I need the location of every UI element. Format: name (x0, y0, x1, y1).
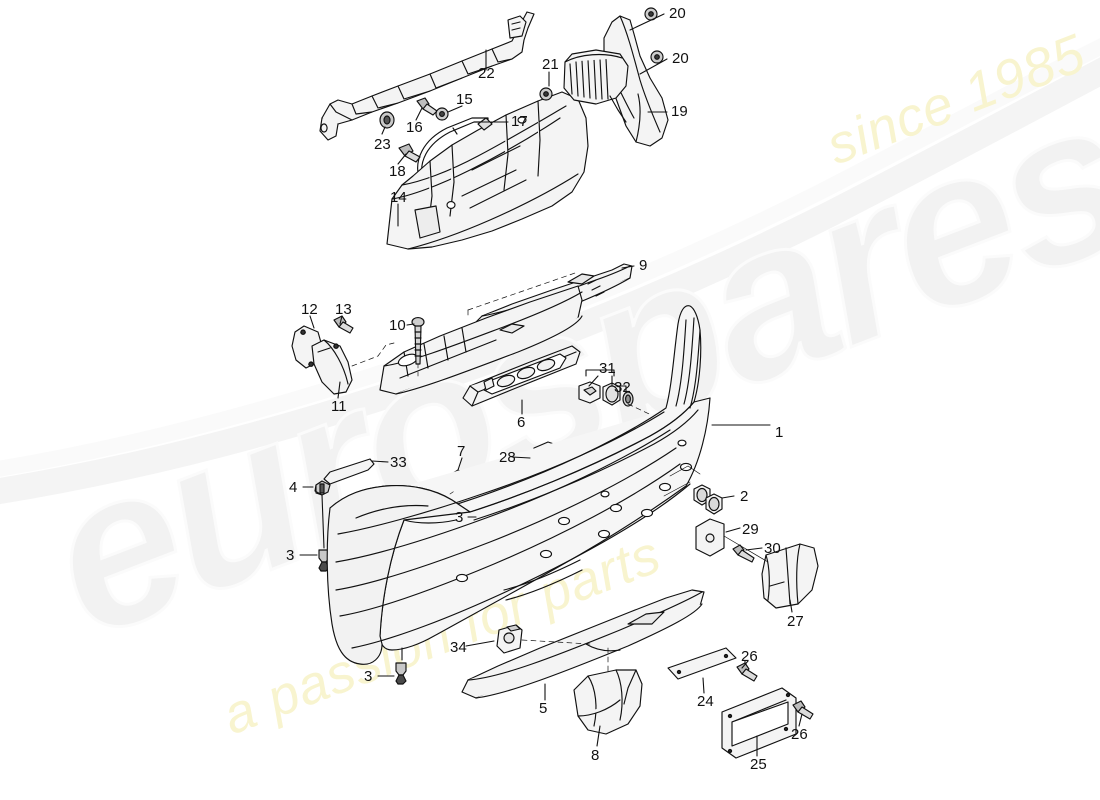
callout-18[interactable]: 18 (389, 163, 406, 180)
callout-26a[interactable]: 26 (741, 648, 758, 665)
part-5-lower-valance (461, 589, 705, 699)
callout-34[interactable]: 34 (450, 639, 467, 656)
callout-13[interactable]: 13 (335, 301, 352, 318)
callout-3b[interactable]: 3 (364, 668, 373, 685)
callout-9[interactable]: 9 (639, 257, 648, 274)
part-22-impact-bar (319, 11, 535, 141)
callout-16[interactable]: 16 (406, 119, 423, 136)
callout-22[interactable]: 22 (478, 65, 495, 82)
callout-23[interactable]: 23 (374, 136, 391, 153)
callout-28[interactable]: 28 (499, 449, 516, 466)
part-14-floor-panel (386, 91, 589, 250)
callout-1[interactable]: 1 (775, 424, 784, 441)
callout-4[interactable]: 4 (289, 479, 298, 496)
callout-31[interactable]: 31 (599, 360, 616, 377)
part-3a-screw (318, 549, 330, 572)
part-23-grommet (379, 111, 395, 129)
callout-21[interactable]: 21 (542, 56, 559, 73)
leader-lines (299, 13, 803, 757)
callout-19[interactable]: 19 (671, 103, 688, 120)
part-27-side-guide (761, 543, 819, 609)
callout-5[interactable]: 5 (539, 700, 548, 717)
callout-20a[interactable]: 20 (669, 5, 686, 22)
part-31-sensor-housing (578, 381, 601, 404)
part-21-nut (539, 87, 553, 101)
callout-26b[interactable]: 26 (791, 726, 808, 743)
callout-3c[interactable]: 3 (455, 509, 464, 526)
part-18-screw (398, 143, 421, 163)
part-13-screw (333, 315, 354, 334)
callout-24[interactable]: 24 (697, 693, 714, 710)
callout-12[interactable]: 12 (301, 301, 318, 318)
part-16-screw (416, 97, 438, 116)
part-2-sensors (693, 484, 723, 515)
part-8-tailpipe-shroud (573, 669, 643, 735)
callout-7[interactable]: 7 (457, 443, 466, 460)
callout-6[interactable]: 6 (517, 414, 526, 431)
part-24-plate-backing (667, 647, 737, 680)
callout-25[interactable]: 25 (750, 756, 767, 773)
callout-29[interactable]: 29 (742, 521, 759, 538)
callout-2[interactable]: 2 (740, 488, 749, 505)
callout-11[interactable]: 11 (331, 398, 347, 415)
part-11-bracket (311, 339, 353, 395)
part-15-nut (435, 107, 449, 121)
part-34-clip-nut (496, 624, 523, 654)
part-10-bolt (411, 317, 425, 365)
part-29-reflector (695, 518, 725, 557)
part-6-grille-panel (462, 345, 581, 407)
part-carrier-beam (379, 285, 583, 395)
part-26a-screw (736, 662, 758, 682)
callout-20b[interactable]: 20 (672, 50, 689, 67)
callout-3a[interactable]: 3 (286, 547, 295, 564)
part-3b-screw (395, 662, 407, 685)
part-30-screw (732, 544, 755, 563)
part-4-clip (314, 480, 331, 496)
part-33-trim-strip (323, 458, 375, 485)
callout-33[interactable]: 33 (390, 454, 407, 471)
part-25-plate-holder (721, 687, 797, 759)
callout-27[interactable]: 27 (787, 613, 804, 630)
callout-8[interactable]: 8 (591, 747, 600, 764)
part-32-seal (622, 391, 634, 407)
callout-17[interactable]: 17 (511, 113, 528, 130)
callout-14[interactable]: 14 (390, 189, 407, 206)
callout-10[interactable]: 10 (389, 317, 406, 334)
callout-32[interactable]: 32 (614, 379, 631, 396)
part-26b-screw (792, 700, 814, 720)
callout-15[interactable]: 15 (456, 91, 473, 108)
part-20b-nut (650, 50, 664, 64)
callout-30[interactable]: 30 (764, 540, 781, 557)
